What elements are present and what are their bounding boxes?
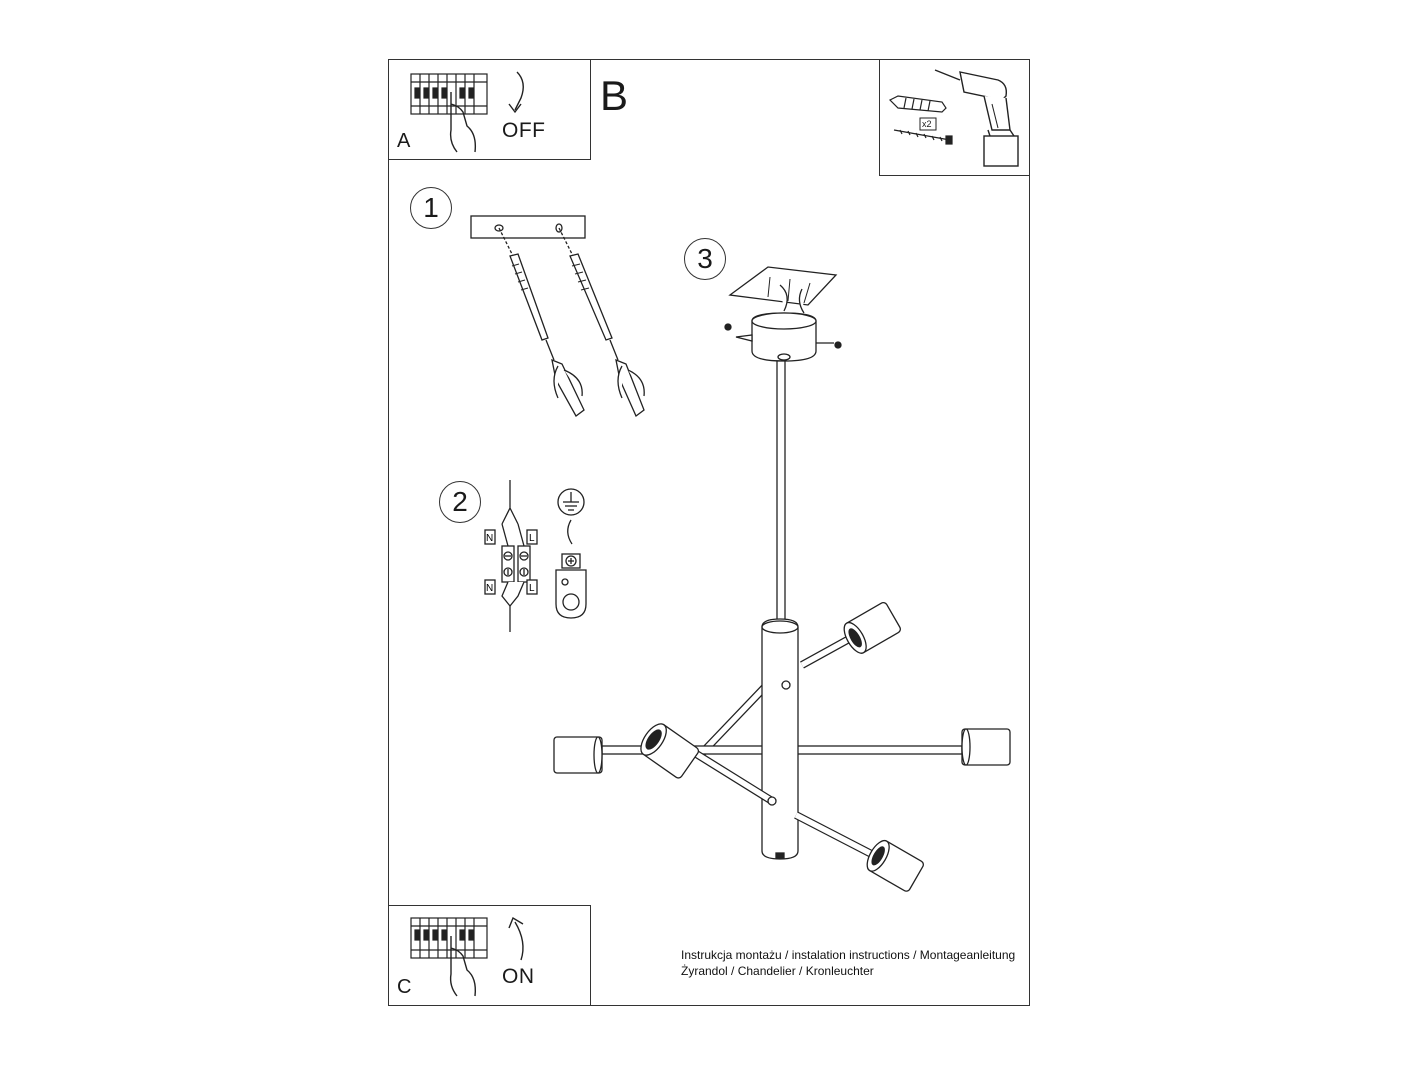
power-on-text: ON bbox=[502, 965, 535, 988]
lamp-socket-front-left bbox=[640, 723, 700, 779]
neutral-label-bottom: N bbox=[486, 583, 493, 594]
instruction-caption: Instrukcja montażu / instalation instruc… bbox=[681, 947, 1015, 979]
suspension-rod bbox=[776, 360, 786, 622]
panel-b-label: B bbox=[600, 72, 629, 119]
mounting-bracket-drilling-illustration bbox=[470, 215, 645, 418]
step-1-badge: 1 bbox=[410, 187, 452, 229]
power-off-text: OFF bbox=[502, 119, 546, 142]
lamp-socket-right bbox=[961, 728, 1011, 766]
step-2-number: 2 bbox=[452, 486, 468, 517]
tools-panel: x2 bbox=[879, 59, 1030, 176]
circuit-breaker-off-illustration bbox=[410, 71, 524, 153]
central-column bbox=[761, 618, 799, 860]
live-label-bottom: L bbox=[529, 583, 535, 594]
panel-a-power-off: A OFF bbox=[388, 59, 591, 160]
step-3-badge: 3 bbox=[684, 238, 726, 280]
circuit-breaker-on-illustration bbox=[410, 916, 524, 997]
panel-c-label: C bbox=[397, 976, 412, 998]
lamp-socket-lower-right bbox=[866, 839, 924, 892]
step-3-number: 3 bbox=[697, 243, 713, 274]
lamp-socket-left bbox=[553, 736, 603, 774]
caption-line-2: Żyrandol / Chandelier / Kronleuchter bbox=[681, 964, 874, 978]
drill-icon bbox=[934, 69, 1019, 167]
lamp-socket-upper-right bbox=[843, 601, 901, 654]
panel-c-power-on: C ON bbox=[388, 905, 591, 1006]
caption-line-1: Instrukcja montażu / instalation instruc… bbox=[681, 948, 1016, 962]
panel-a-label: A bbox=[397, 130, 411, 152]
wall-plug-icon bbox=[888, 95, 947, 113]
ceiling-bracket bbox=[728, 266, 838, 306]
chandelier-illustration bbox=[553, 266, 1011, 892]
neutral-label-top: N bbox=[486, 533, 493, 544]
wiring-diagram: N L N L bbox=[484, 480, 587, 632]
step-1-number: 1 bbox=[423, 192, 439, 223]
step-2-badge: 2 bbox=[439, 481, 481, 523]
live-label-top: L bbox=[529, 533, 535, 544]
instruction-sheet-frame bbox=[388, 59, 1030, 1006]
quantity-label: x2 bbox=[922, 119, 932, 129]
screw-icon bbox=[893, 117, 953, 145]
